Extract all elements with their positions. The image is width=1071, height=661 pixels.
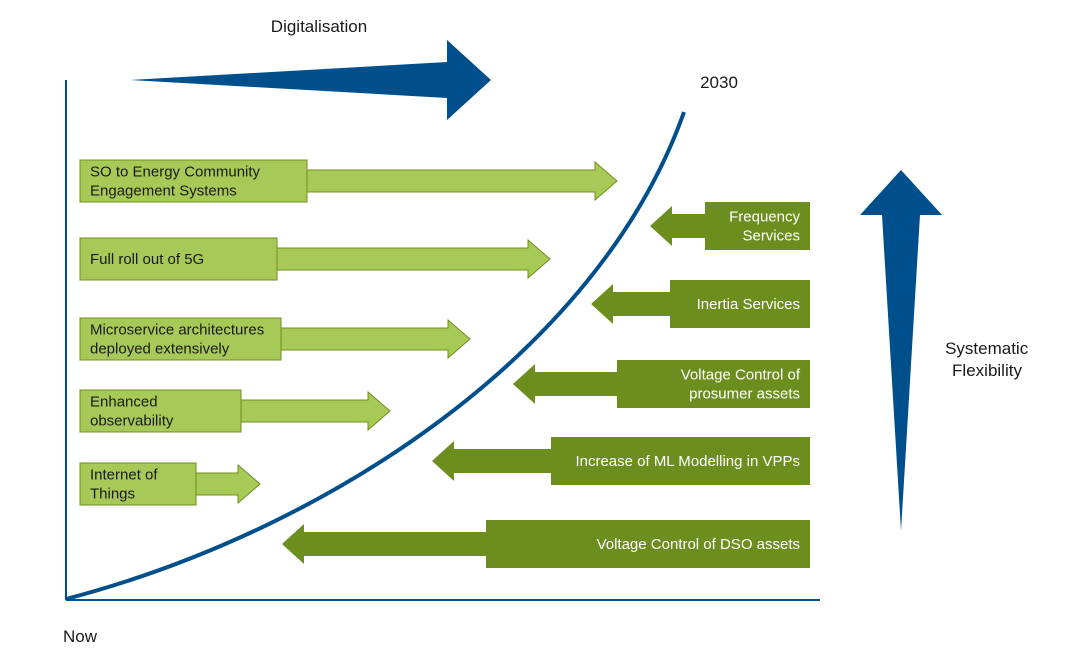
digitalisation-item-label: Enhanced bbox=[90, 394, 158, 411]
digitalisation-item-label: observability bbox=[90, 413, 174, 430]
flexibility-item-box bbox=[551, 437, 810, 485]
flexibility-item-label: Voltage Control of DSO assets bbox=[597, 536, 800, 553]
flexibility-item-arrow bbox=[650, 206, 706, 246]
digitalisation-item-box bbox=[79, 462, 197, 506]
flexibility-item-inertia-services: Inertia Services bbox=[591, 280, 810, 328]
digitalisation-item-arrow bbox=[305, 160, 618, 202]
digitalisation-item-label: deployed extensively bbox=[90, 341, 230, 358]
systematic-flexibility-label: Systematic Flexibility bbox=[945, 339, 1033, 380]
digitalisation-item-box bbox=[79, 159, 308, 203]
flexibility-item-arrow bbox=[591, 284, 671, 324]
flexibility-item-label: Services bbox=[742, 228, 800, 245]
flexibility-item-label: Voltage Control of bbox=[681, 367, 801, 384]
digitalisation-label: Digitalisation bbox=[271, 17, 367, 36]
digitalisation-item-label: Full roll out of 5G bbox=[90, 251, 204, 268]
now-label: Now bbox=[63, 627, 98, 646]
systematic-flexibility-line-1: Systematic bbox=[945, 339, 1029, 358]
digitalisation-item-microservice-architectures: Microservice architectures deployed exten… bbox=[79, 317, 471, 361]
digitalisation-item-label: Internet of bbox=[90, 467, 158, 484]
digitalisation-item-enhanced-observability: Enhanced observability bbox=[79, 389, 391, 433]
digitalisation-item-box bbox=[79, 237, 278, 281]
year-2030-label: 2030 bbox=[700, 73, 738, 92]
flexibility-item-arrow bbox=[513, 364, 618, 404]
growth-curve bbox=[65, 111, 686, 601]
flexibility-item-box bbox=[617, 360, 810, 408]
flexibility-item-label: Frequency bbox=[729, 209, 800, 226]
flexibility-item-voltage-control-prosumer: Voltage Control of prosumer assets bbox=[513, 360, 810, 408]
digitalisation-item-internet-of-things: Internet of Things bbox=[79, 462, 261, 506]
systematic-flexibility-arrow bbox=[860, 170, 942, 531]
digitalisation-item-arrow bbox=[275, 238, 551, 280]
flexibility-item-label: prosumer assets bbox=[689, 386, 800, 403]
flexibility-item-label: Inertia Services bbox=[697, 296, 800, 313]
flexibility-item-box bbox=[670, 280, 810, 328]
digitalisation-item-arrow bbox=[279, 318, 471, 360]
digitalisation-item-label: Microservice architectures bbox=[90, 322, 264, 339]
flexibility-item-arrow bbox=[432, 441, 552, 481]
digitalisation-item-arrow bbox=[194, 463, 261, 505]
digitalisation-item-label: Engagement Systems bbox=[90, 183, 237, 200]
digitalisation-item-arrow bbox=[239, 390, 391, 432]
flexibility-item-label: Increase of ML Modelling in VPPs bbox=[575, 453, 800, 470]
systematic-flexibility-line-2: Flexibility bbox=[952, 361, 1022, 380]
flexibility-item-arrow bbox=[282, 524, 487, 564]
flexibility-item-ml-modelling-vpps: Increase of ML Modelling in VPPs bbox=[432, 437, 810, 485]
digitalisation-arrow bbox=[130, 40, 491, 120]
flexibility-item-box bbox=[486, 520, 810, 568]
digitalisation-item-label: Things bbox=[90, 486, 135, 503]
flexibility-item-voltage-control-dso: Voltage Control of DSO assets bbox=[282, 520, 810, 568]
digitalisation-item-box bbox=[79, 389, 242, 433]
flexibility-item-box bbox=[705, 202, 810, 250]
digitalisation-item-label: SO to Energy Community bbox=[90, 164, 261, 181]
digitalisation-item-5g-rollout: Full roll out of 5G bbox=[79, 237, 551, 281]
digitalisation-item-box bbox=[79, 317, 282, 361]
